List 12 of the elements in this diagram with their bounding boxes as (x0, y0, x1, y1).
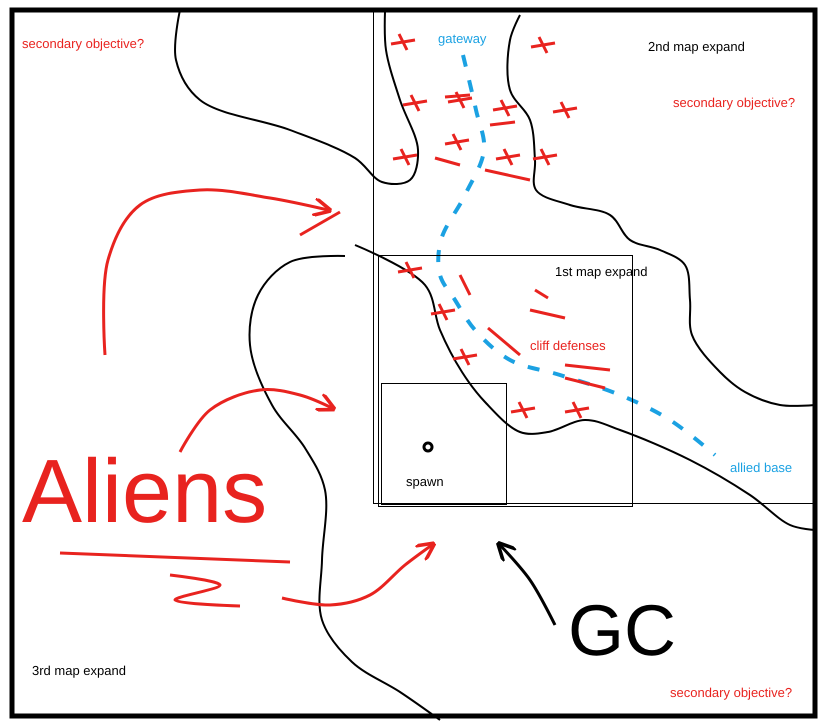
region-label: 2nd map expand (648, 39, 745, 54)
map-label: gateway (438, 31, 486, 47)
handwritten-label: GC (568, 590, 676, 673)
handwritten-label: Aliens (22, 441, 268, 544)
map-label: allied base (730, 460, 792, 476)
map-label: 3rd map expand (32, 663, 126, 679)
region-label: spawn (406, 474, 444, 489)
map-label: cliff defenses (530, 338, 606, 354)
map-label: secondary objective? (22, 36, 144, 52)
map-region-outline (381, 383, 507, 505)
map-label: secondary objective? (673, 95, 796, 111)
map-label: secondary objective? (670, 685, 792, 701)
